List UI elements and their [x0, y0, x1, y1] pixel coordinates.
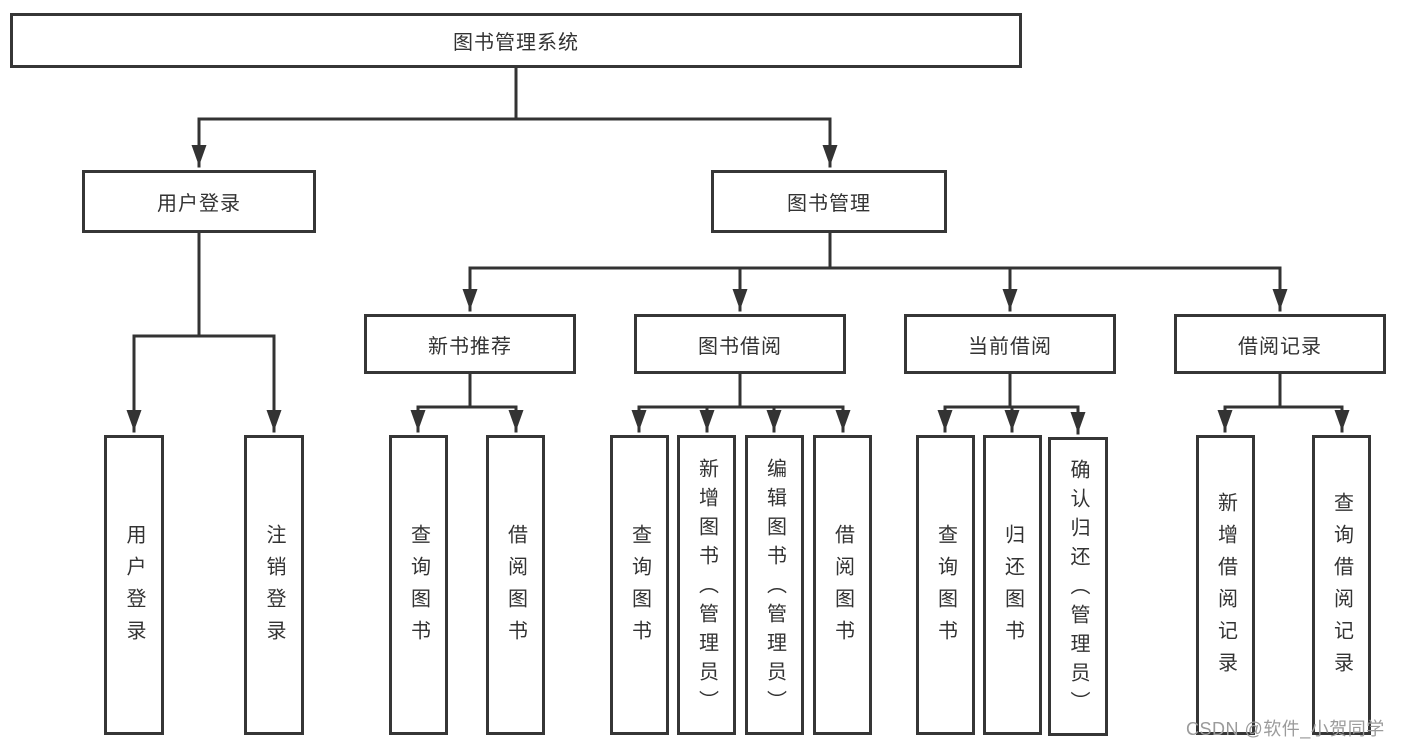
leaf-add-borrow-record-label: 新增借阅记录: [1214, 492, 1237, 684]
leaf-borrow-books-recommend-label: 借阅图书: [504, 524, 527, 652]
node-user-login: 用户登录: [82, 170, 316, 233]
leaf-user-login-label: 用户登录: [123, 524, 145, 652]
node-current-borrow: 当前借阅: [904, 314, 1116, 374]
leaf-query-books-current-label: 查询图书: [934, 524, 957, 652]
leaf-logout-label: 注销登录: [263, 524, 285, 652]
csdn-watermark: CSDN @软件_小贺同学: [1186, 719, 1385, 739]
leaf-borrow-books-recommend: 借阅图书: [486, 435, 545, 735]
leaf-add-books-admin-label: 新增图书（管理员）: [695, 457, 718, 719]
leaf-add-books-admin: 新增图书（管理员）: [677, 435, 736, 735]
leaf-user-login: 用户登录: [104, 435, 164, 735]
node-new-book-recommend: 新书推荐: [364, 314, 576, 374]
node-book-management: 图书管理: [711, 170, 947, 233]
leaf-edit-books-admin: 编辑图书（管理员）: [745, 435, 804, 735]
node-library-management-system: 图书管理系统: [10, 13, 1022, 68]
leaf-query-borrow-record: 查询借阅记录: [1312, 435, 1371, 735]
leaf-logout: 注销登录: [244, 435, 304, 735]
leaf-query-books-recommend: 查询图书: [389, 435, 448, 735]
node-borrow-record: 借阅记录: [1174, 314, 1386, 374]
leaf-return-books-label: 归还图书: [1001, 524, 1024, 652]
leaf-add-borrow-record: 新增借阅记录: [1196, 435, 1255, 735]
leaf-confirm-return-admin-label: 确认归还（管理员）: [1067, 459, 1089, 720]
leaf-borrow-books-label: 借阅图书: [831, 524, 854, 652]
node-book-borrow: 图书借阅: [634, 314, 846, 374]
leaf-edit-books-admin-label: 编辑图书（管理员）: [763, 457, 786, 719]
leaf-query-books-recommend-label: 查询图书: [407, 524, 430, 652]
leaf-query-borrow-record-label: 查询借阅记录: [1330, 492, 1353, 684]
leaf-query-books-borrow-label: 查询图书: [628, 524, 651, 652]
leaf-return-books: 归还图书: [983, 435, 1042, 735]
leaf-borrow-books: 借阅图书: [813, 435, 872, 735]
leaf-query-books-borrow: 查询图书: [610, 435, 669, 735]
leaf-confirm-return-admin: 确认归还（管理员）: [1048, 437, 1108, 736]
leaf-query-books-current: 查询图书: [916, 435, 975, 735]
